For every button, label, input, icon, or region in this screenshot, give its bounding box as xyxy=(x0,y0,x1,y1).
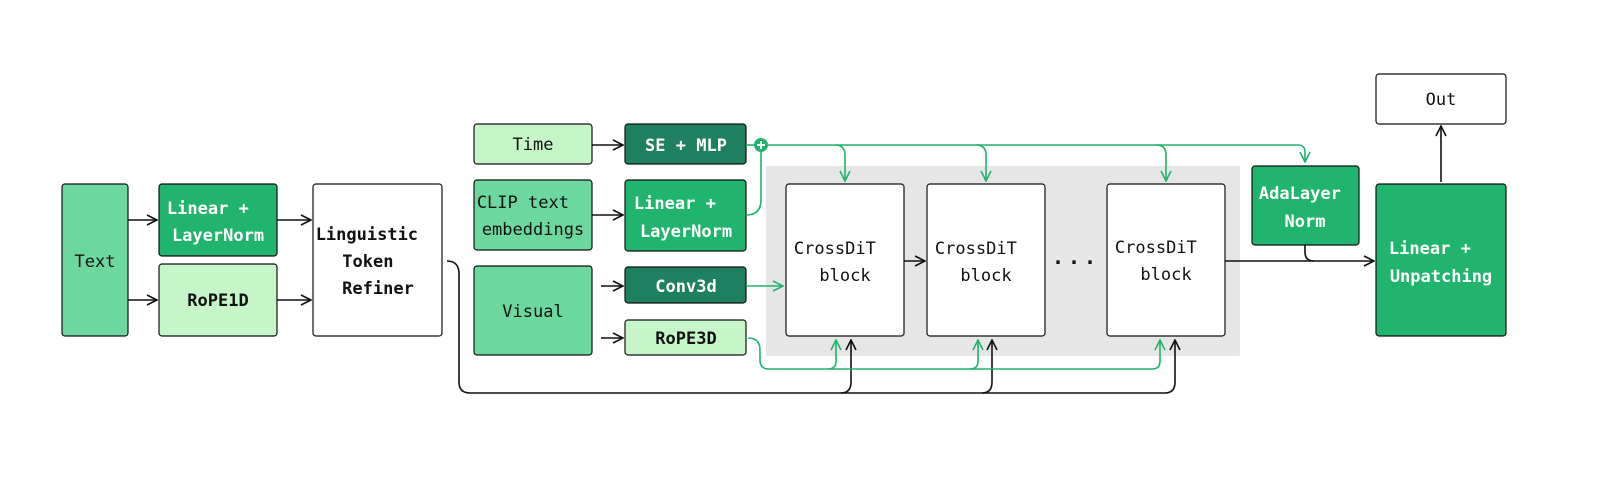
linear-layernorm-2-line1: Linear + xyxy=(634,194,716,214)
out-box xyxy=(1375,73,1507,125)
se-mlp-label: SE + MLP xyxy=(645,136,727,156)
visual-box xyxy=(473,265,593,356)
edge-linear2-sum xyxy=(745,152,762,216)
black-connectors xyxy=(128,126,1441,394)
ltr-line3: Refiner xyxy=(342,279,414,299)
linear-layernorm-1-label: Linear + LayerNorm xyxy=(167,199,264,246)
edge-rope3d-bus xyxy=(747,337,1160,370)
crossdit-2-line1: CrossDiT xyxy=(935,239,1017,259)
clip-line1: CLIP text xyxy=(477,193,569,213)
adalayer-line2: Norm xyxy=(1285,212,1326,232)
crossdit-block-2-box xyxy=(926,183,1046,337)
time-label: Time xyxy=(513,135,554,155)
rope3d-box xyxy=(624,319,747,356)
linguistic-token-refiner-box xyxy=(312,183,443,337)
text-node-box xyxy=(61,183,129,337)
adalayer-norm-label: AdaLayer Norm xyxy=(1259,184,1351,232)
edge-refiner-bus xyxy=(446,260,1175,394)
adalayer-norm-box xyxy=(1251,165,1360,246)
crossdit-block-2-label: CrossDiT block xyxy=(935,239,1027,286)
edge-bus-block2-top xyxy=(975,144,986,181)
green-connectors xyxy=(745,144,1305,370)
edge-sum-bus xyxy=(768,144,1305,162)
linear-layernorm-2-line2: LayerNorm xyxy=(640,222,732,242)
linear-unpatching-line1: Linear + xyxy=(1389,239,1471,259)
linear-unpatching-label: Linear + Unpatching xyxy=(1389,239,1492,287)
crossdit-block-1-box xyxy=(785,183,905,337)
plus-circle-icon xyxy=(754,138,768,152)
ltr-line2: Token xyxy=(342,252,393,272)
out-label: Out xyxy=(1426,90,1457,110)
linear-unpatching-line2: Unpatching xyxy=(1390,267,1492,287)
edge-adalayer-unpatch xyxy=(1304,245,1315,262)
crossdit-block-3-label: CrossDiT block xyxy=(1115,238,1207,285)
edge-bus-block1-top xyxy=(834,144,845,181)
time-box xyxy=(473,123,593,165)
edge-bus-block2 xyxy=(981,340,992,394)
linear-layernorm-1-line2: LayerNorm xyxy=(172,226,264,246)
crossdit-1-line1: CrossDiT xyxy=(794,239,876,259)
rope3d-label: RoPE3D xyxy=(655,329,716,349)
crossdit-3-line1: CrossDiT xyxy=(1115,238,1197,258)
text-node-label: Text xyxy=(75,252,116,272)
clip-text-embeddings-label: CLIP text embeddings xyxy=(477,193,584,240)
conv3d-label: Conv3d xyxy=(655,277,716,297)
ltr-line1: Linguistic xyxy=(316,225,418,245)
crossdit-2-line2: block xyxy=(960,266,1011,286)
linear-unpatching-box xyxy=(1375,183,1507,337)
crossdit-1-line2: block xyxy=(819,266,870,286)
ellipsis: ... xyxy=(1052,245,1100,269)
crossdit-block-3-box xyxy=(1106,183,1226,337)
conv3d-box xyxy=(624,266,747,304)
rope1d-label: RoPE1D xyxy=(187,291,248,311)
se-mlp-box xyxy=(624,123,747,165)
edge-bus-block3-top xyxy=(1155,144,1166,181)
crossdit-block-1-label: CrossDiT block xyxy=(794,239,886,286)
adalayer-line1: AdaLayer xyxy=(1259,184,1341,204)
linear-layernorm-2-label: Linear + LayerNorm xyxy=(634,194,732,242)
edge-rope3d-block2 xyxy=(969,340,978,370)
linear-layernorm-1-line1: Linear + xyxy=(167,199,249,219)
clip-line2: embeddings xyxy=(482,220,584,240)
crossdit-3-line2: block xyxy=(1140,265,1191,285)
edge-bus-block1 xyxy=(840,340,851,394)
visual-label: Visual xyxy=(502,302,563,322)
edge-rope3d-block1 xyxy=(827,340,836,370)
linguistic-token-refiner-label: Linguistic Token Refiner xyxy=(316,225,429,299)
